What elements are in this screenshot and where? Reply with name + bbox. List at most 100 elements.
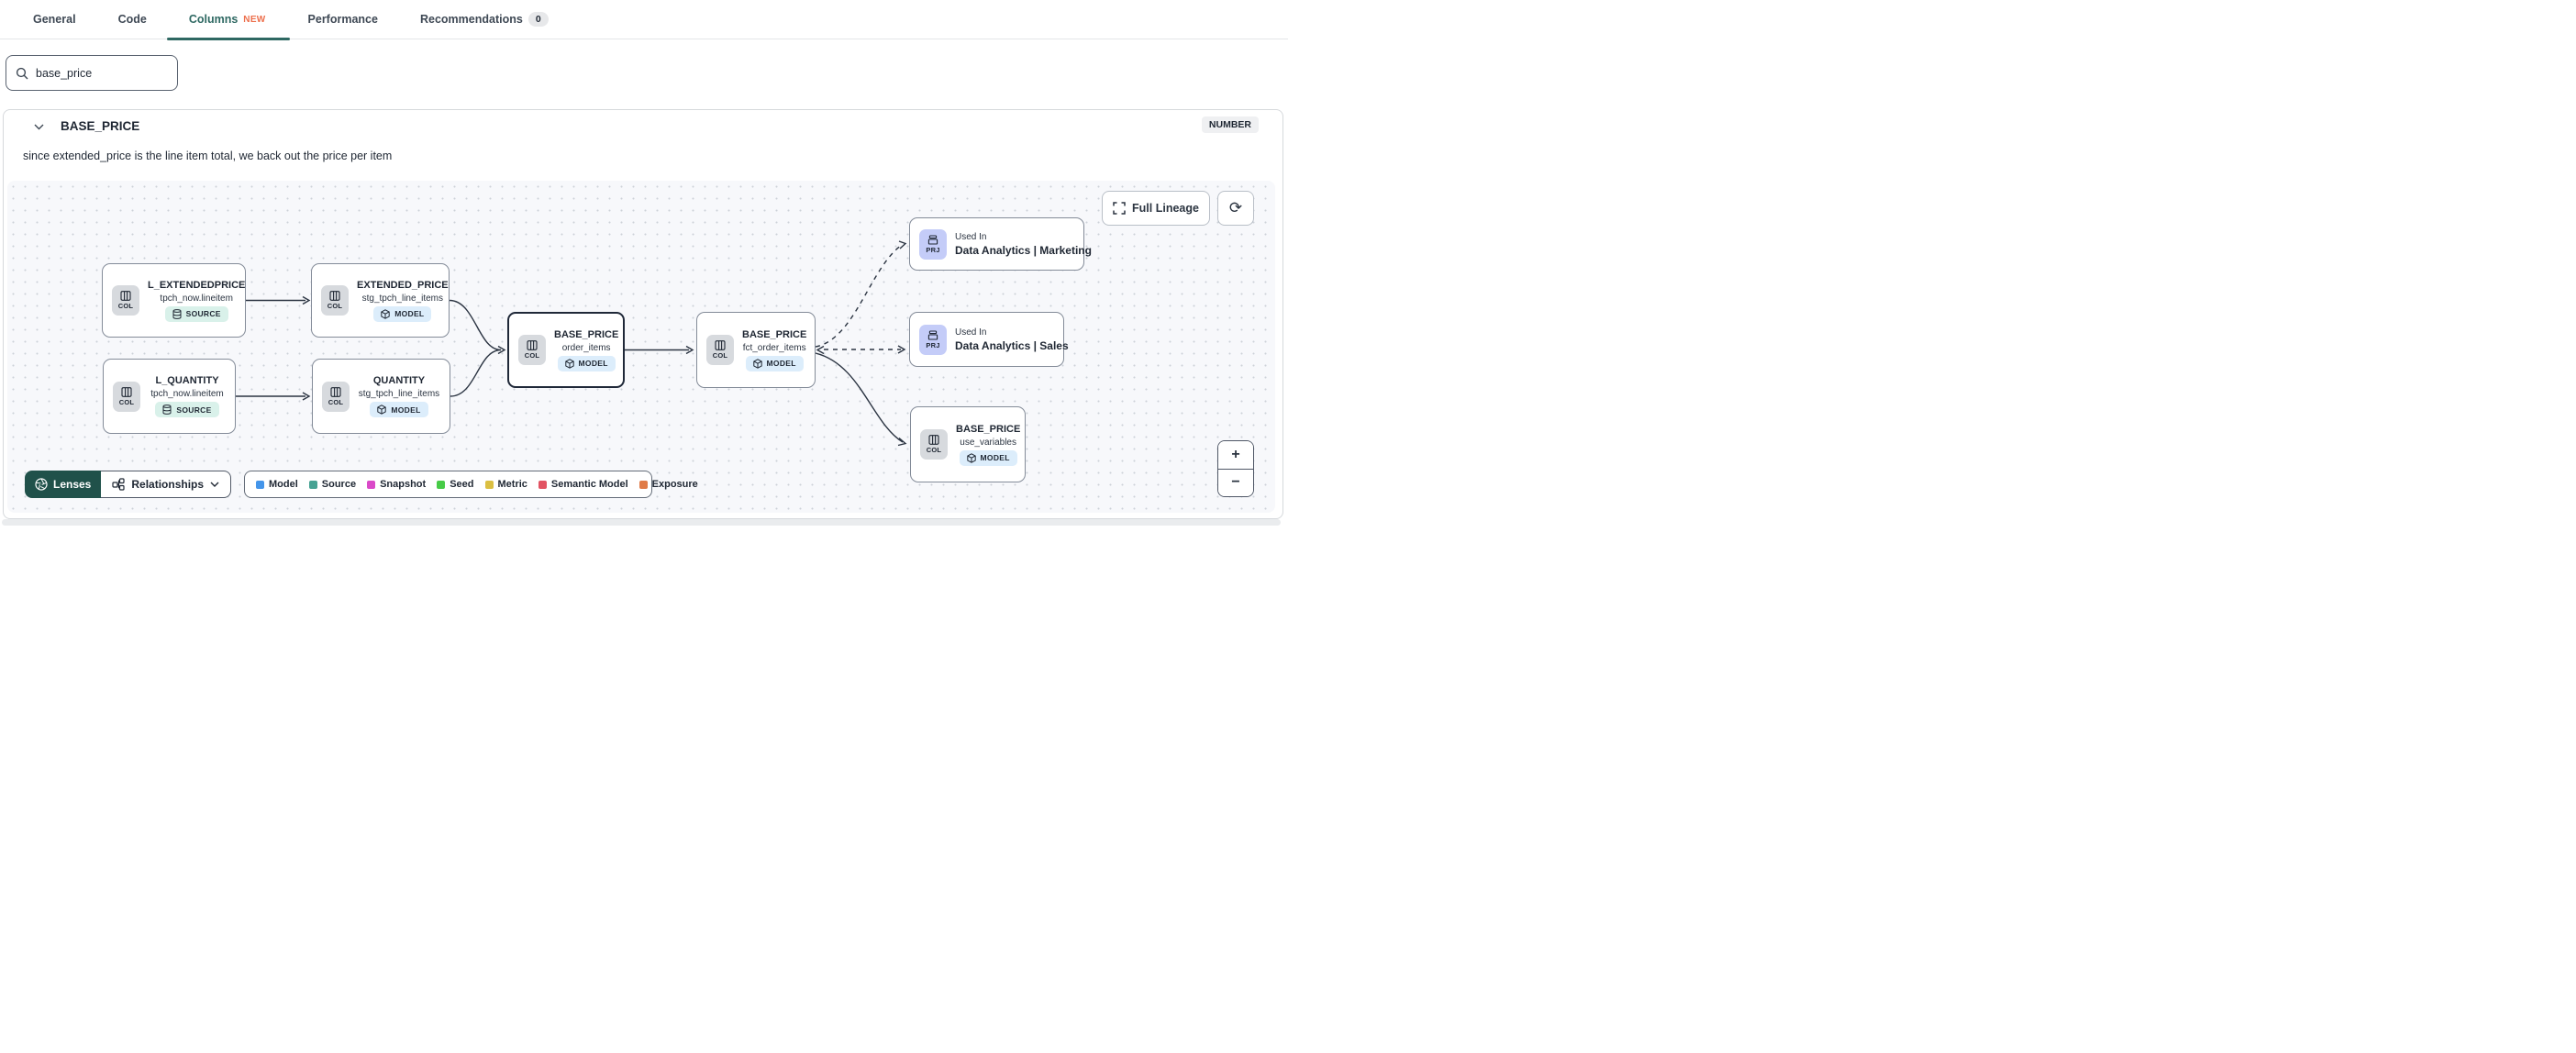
full-lineage-button[interactable]: Full Lineage — [1102, 191, 1210, 226]
refresh-button[interactable]: ⟳ — [1217, 191, 1254, 226]
node-extended-price[interactable]: COL EXTENDED_PRICE stg_tpch_line_items M… — [311, 263, 450, 338]
column-kind-chip: COL — [113, 381, 140, 412]
node-title: Data Analytics | Sales — [955, 338, 1069, 352]
columns-icon — [928, 435, 939, 445]
lineage-canvas[interactable] — [7, 181, 1275, 513]
tab-code[interactable]: Code — [117, 13, 147, 26]
lenses-button[interactable]: Lenses — [25, 471, 102, 498]
zoom-controls: + − — [1217, 440, 1254, 497]
search-icon — [16, 67, 28, 80]
node-subtitle: fct_order_items — [742, 342, 806, 353]
legend-item-snapshot: Snapshot — [367, 479, 426, 490]
legend-item-exposure: Exposure — [638, 479, 698, 490]
cube-icon — [966, 452, 976, 463]
legend-item-source: Source — [308, 479, 356, 490]
node-title: BASE_PRICE — [742, 328, 807, 340]
exposure-swatch — [638, 480, 648, 489]
cube-icon — [564, 358, 574, 369]
expand-icon — [1113, 202, 1126, 215]
columns-icon — [329, 291, 340, 301]
resource-badge: SOURCE — [164, 305, 228, 322]
tab-recommendations[interactable]: Recommendations 0 — [420, 0, 549, 39]
node-title: L_QUANTITY — [155, 375, 219, 386]
recommendations-count-badge: 0 — [527, 12, 549, 27]
column-kind-chip: COL — [518, 335, 546, 365]
tab-columns[interactable]: Columns NEW — [166, 0, 290, 40]
refresh-icon: ⟳ — [1228, 199, 1243, 216]
archive-icon — [927, 329, 938, 340]
chevron-down-icon — [210, 482, 219, 487]
collapse-chevron-icon[interactable] — [31, 119, 46, 134]
seed-swatch — [437, 480, 446, 489]
node-title: BASE_PRICE — [554, 328, 619, 340]
semantic-model-swatch — [538, 480, 547, 489]
node-subtitle: tpch_now.lineitem — [160, 293, 233, 304]
used-in-label: Used In — [955, 231, 987, 242]
resource-legend: Model Source Snapshot Seed Metric Semant… — [244, 471, 698, 498]
node-subtitle: use_variables — [960, 437, 1016, 448]
node-used-in-sales[interactable]: PRJ Used In Data Analytics | Sales — [909, 312, 1069, 367]
horizontal-scrollbar[interactable] — [2, 519, 1281, 526]
column-kind-chip: COL — [322, 381, 350, 412]
tab-columns-label: Columns — [188, 13, 239, 26]
cube-icon — [377, 405, 387, 415]
column-kind-chip: COL — [112, 285, 139, 316]
zoom-out-button[interactable]: − — [1218, 469, 1253, 496]
node-base-price-fct-order-items[interactable]: COL BASE_PRICE fct_order_items MODEL — [696, 312, 816, 388]
database-icon — [172, 308, 182, 319]
columns-icon — [330, 386, 341, 397]
resource-badge: SOURCE — [155, 402, 219, 417]
database-icon — [162, 405, 172, 415]
node-title: Data Analytics | Marketing — [955, 243, 1092, 257]
node-title: BASE_PRICE — [956, 423, 1021, 435]
node-base-price-use-variables[interactable]: COL BASE_PRICE use_variables MODEL — [910, 406, 1026, 482]
node-l-quantity[interactable]: COL L_QUANTITY tpch_now.lineitem SOURCE — [103, 359, 236, 434]
new-badge: NEW — [243, 14, 266, 25]
lens-controls: Lenses Relationships — [25, 471, 232, 498]
resource-badge: MODEL — [373, 305, 432, 322]
columns-icon — [527, 340, 538, 350]
columns-lineage-page: General Code Columns NEW Performance Rec… — [0, 0, 1288, 526]
node-l-extendedprice[interactable]: COL L_EXTENDEDPRICE tpch_now.lineitem SO… — [102, 263, 246, 338]
model-swatch — [256, 480, 264, 489]
legend-item-seed: Seed — [437, 479, 474, 490]
node-subtitle: order_items — [561, 342, 611, 353]
tab-recommendations-label: Recommendations — [419, 13, 523, 26]
node-title: EXTENDED_PRICE — [357, 279, 449, 291]
metric-swatch — [484, 480, 494, 489]
resource-badge: MODEL — [959, 449, 1017, 466]
node-used-in-marketing[interactable]: PRJ Used In Data Analytics | Marketing — [909, 217, 1092, 271]
column-type-badge: NUMBER — [1201, 116, 1259, 133]
tab-bar: General Code Columns NEW Performance Rec… — [0, 0, 1288, 40]
node-title: QUANTITY — [372, 375, 426, 386]
node-quantity[interactable]: COL QUANTITY stg_tpch_line_items MODEL — [312, 359, 450, 434]
cube-icon — [752, 358, 762, 369]
node-subtitle: stg_tpch_line_items — [358, 389, 440, 399]
snapshot-swatch — [367, 480, 376, 489]
column-search[interactable] — [6, 55, 178, 91]
project-kind-chip: PRJ — [919, 324, 947, 355]
legend-item-semantic-model: Semantic Model — [538, 479, 628, 490]
relationships-dropdown[interactable]: Relationships — [101, 471, 232, 498]
column-description: since extended_price is the line item to… — [23, 150, 393, 162]
resource-badge: MODEL — [557, 355, 616, 371]
resource-badge: MODEL — [370, 402, 428, 417]
node-base-price-order-items[interactable]: COL BASE_PRICE order_items MODEL — [507, 312, 625, 388]
zoom-in-button[interactable]: + — [1218, 441, 1253, 470]
search-input[interactable] — [36, 66, 168, 80]
relationships-icon — [112, 478, 125, 491]
columns-icon — [715, 340, 726, 350]
source-swatch — [308, 480, 317, 489]
project-kind-chip: PRJ — [919, 228, 947, 260]
columns-icon — [121, 386, 132, 397]
column-kind-chip: COL — [706, 335, 734, 365]
archive-icon — [927, 234, 938, 245]
used-in-label: Used In — [955, 327, 987, 338]
legend-item-metric: Metric — [484, 479, 527, 490]
legend-item-model: Model — [256, 479, 298, 490]
node-subtitle: tpch_now.lineitem — [150, 389, 224, 399]
node-subtitle: stg_tpch_line_items — [361, 293, 444, 304]
tab-performance[interactable]: Performance — [307, 13, 378, 26]
tab-general[interactable]: General — [33, 13, 76, 26]
resource-badge: MODEL — [745, 355, 804, 371]
